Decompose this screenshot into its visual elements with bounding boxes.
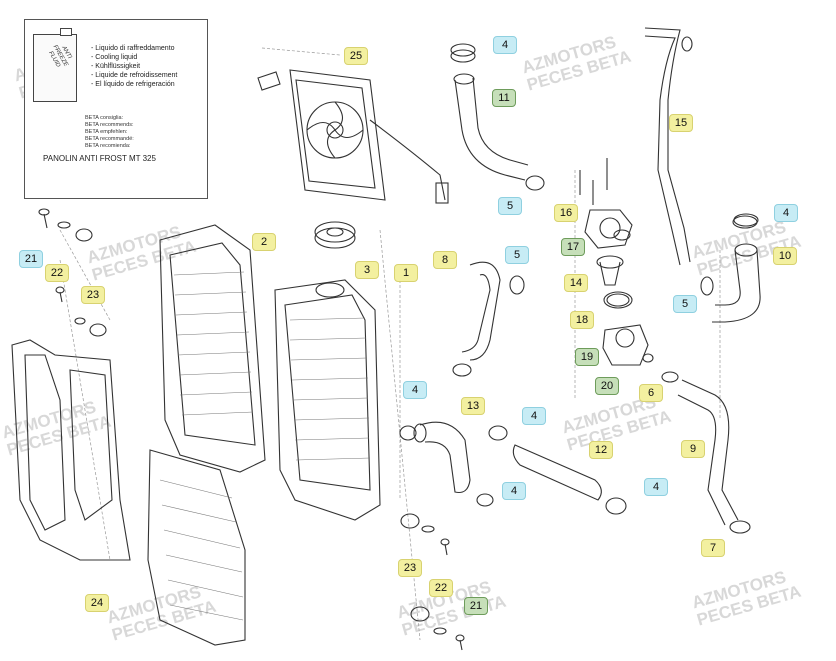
callout-4[interactable]: 4 <box>644 478 668 496</box>
callout-23[interactable]: 23 <box>81 286 105 304</box>
callout-7[interactable]: 7 <box>701 539 725 557</box>
callout-9[interactable]: 9 <box>681 440 705 458</box>
callout-3[interactable]: 3 <box>355 261 379 279</box>
fasteners-left <box>38 208 107 337</box>
callout-5[interactable]: 5 <box>498 197 522 215</box>
callout-5[interactable]: 5 <box>673 295 697 313</box>
callout-4[interactable]: 4 <box>502 482 526 500</box>
hose-12 <box>488 425 627 515</box>
callout-21[interactable]: 21 <box>19 250 43 268</box>
thermostat-assembly <box>579 158 654 366</box>
fasteners-bottom <box>400 513 465 651</box>
coolant-can-icon: ANTI FREEZE FLUID <box>33 28 77 102</box>
hose-15 <box>644 27 693 266</box>
radiator-right <box>274 279 381 521</box>
recommendation-lines: BETA consiglia: BETA recommends: BETA em… <box>85 115 134 149</box>
callout-8[interactable]: 8 <box>433 251 457 269</box>
callout-12[interactable]: 12 <box>589 441 613 459</box>
callout-15[interactable]: 15 <box>669 114 693 132</box>
callout-16[interactable]: 16 <box>554 204 578 222</box>
hose-13 <box>399 421 494 507</box>
hose-clamps <box>525 175 759 227</box>
callout-14[interactable]: 14 <box>564 274 588 292</box>
callout-2[interactable]: 2 <box>252 233 276 251</box>
callout-23[interactable]: 23 <box>398 559 422 577</box>
callout-1[interactable]: 1 <box>394 264 418 282</box>
callout-22[interactable]: 22 <box>45 264 69 282</box>
callout-22[interactable]: 22 <box>429 579 453 597</box>
callout-6[interactable]: 6 <box>639 384 663 402</box>
product-name: PANOLIN ANTI FROST MT 325 <box>43 154 156 163</box>
callout-5[interactable]: 5 <box>505 246 529 264</box>
hose-10 <box>700 215 761 323</box>
callout-20[interactable]: 20 <box>595 377 619 395</box>
callout-13[interactable]: 13 <box>461 397 485 415</box>
callout-11[interactable]: 11 <box>492 89 516 107</box>
callout-4[interactable]: 4 <box>493 36 517 54</box>
coolant-liquid-lines: - Liquido di raffreddamento - Cooling li… <box>91 45 178 88</box>
callout-21[interactable]: 21 <box>464 597 488 615</box>
callout-4[interactable]: 4 <box>774 204 798 222</box>
radiator-cap <box>314 221 356 249</box>
callout-10[interactable]: 10 <box>773 247 797 265</box>
callout-4[interactable]: 4 <box>522 407 546 425</box>
callout-24[interactable]: 24 <box>85 594 109 612</box>
radiator-shroud <box>11 339 131 561</box>
hose-9 <box>661 371 751 534</box>
can-label: ANTI FREEZE FLUID <box>47 44 73 69</box>
callout-17[interactable]: 17 <box>561 238 585 256</box>
radiator-guard <box>147 449 246 646</box>
callout-25[interactable]: 25 <box>344 47 368 65</box>
callout-4[interactable]: 4 <box>403 381 427 399</box>
radiator-left <box>159 224 266 473</box>
callout-19[interactable]: 19 <box>575 348 599 366</box>
coolant-info-box: ANTI FREEZE FLUID - Liquido di raffredda… <box>24 19 208 199</box>
hose-11 <box>450 43 529 181</box>
cooling-fan <box>257 69 449 204</box>
callout-18[interactable]: 18 <box>570 311 594 329</box>
hose-8 <box>452 261 525 377</box>
